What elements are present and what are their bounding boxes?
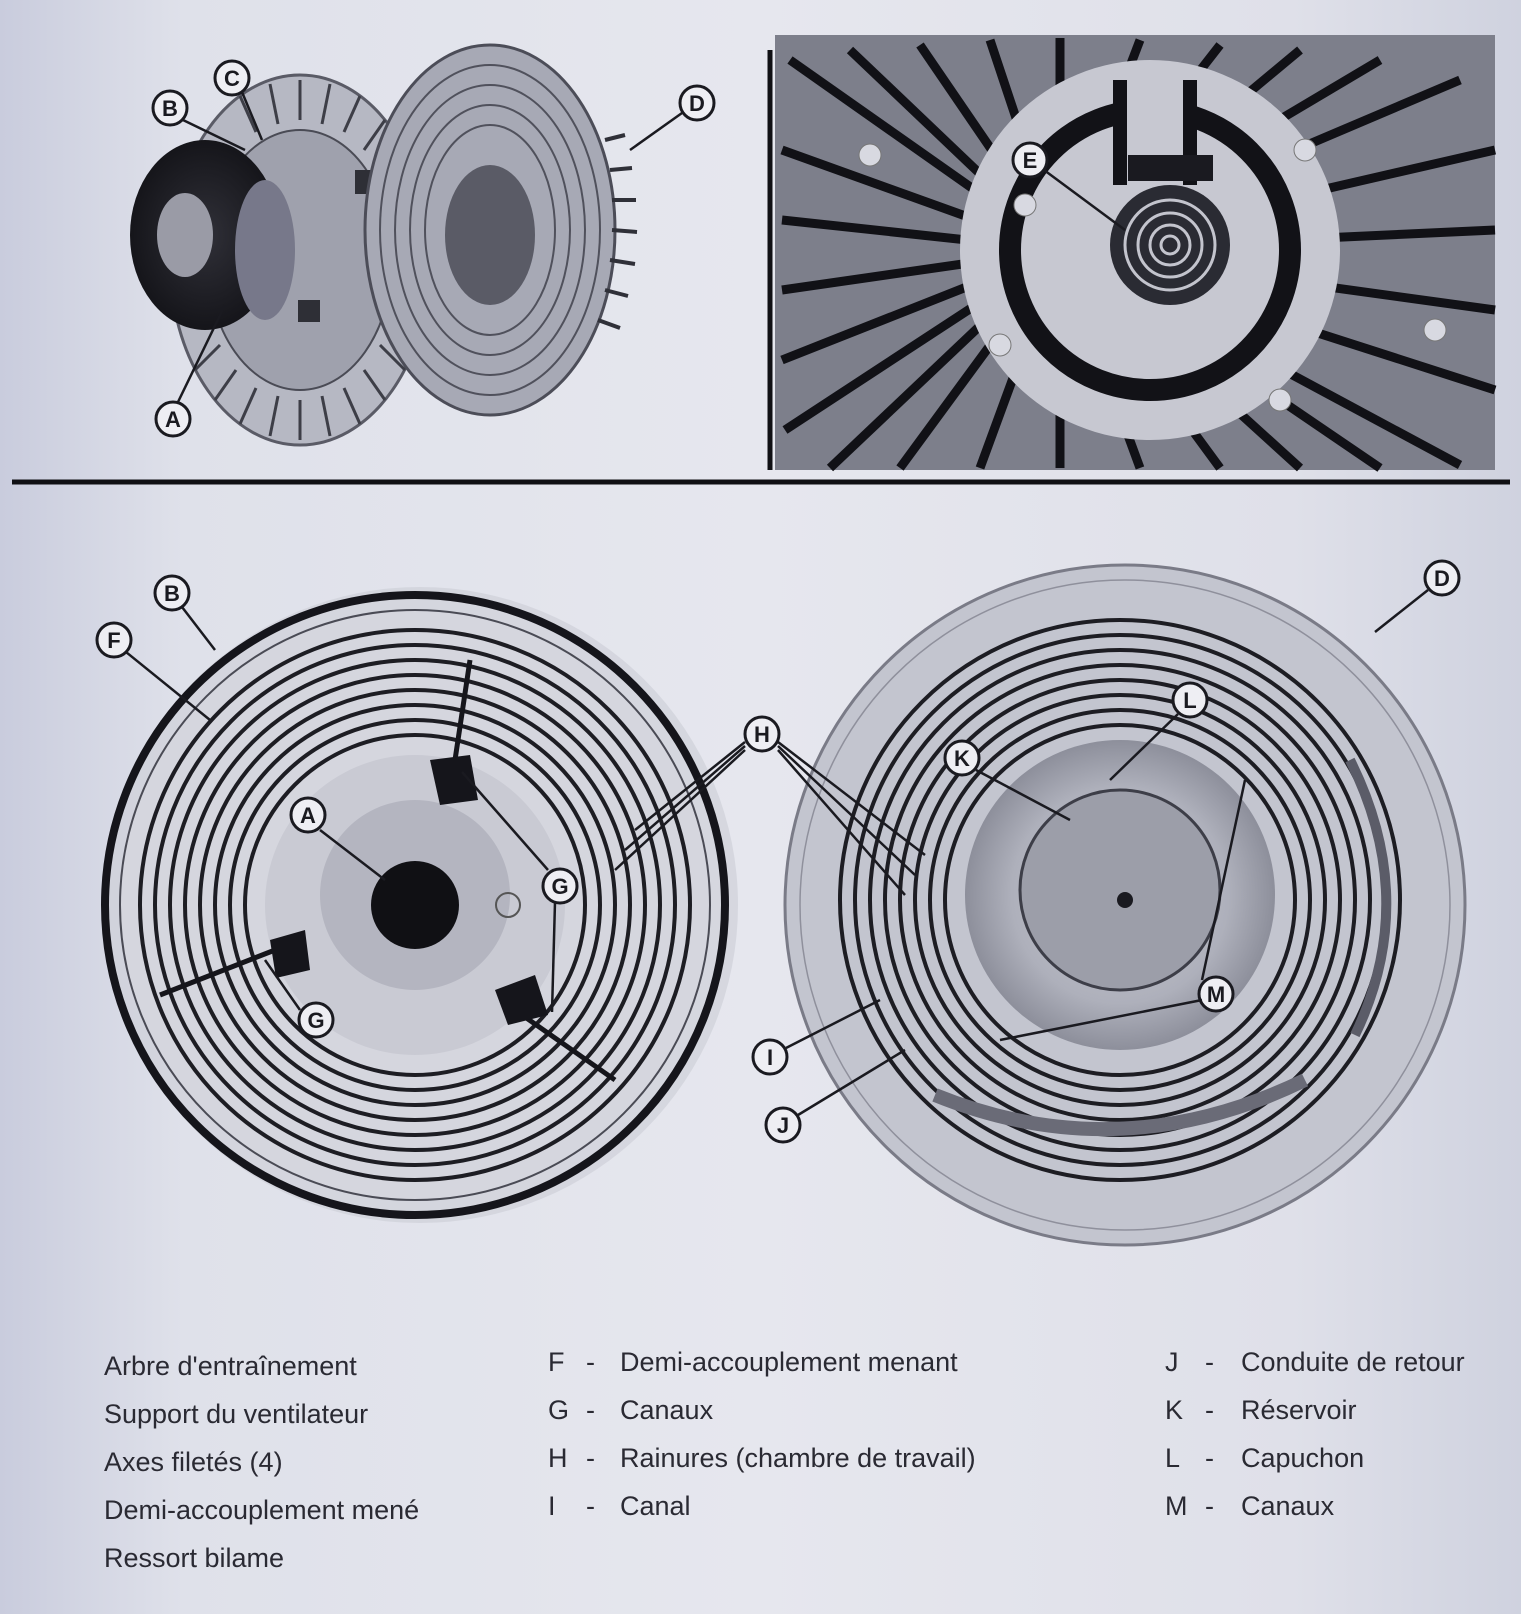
legend-dash: - [586,1395,595,1425]
callout-e: E [1023,148,1038,173]
legend-letter: M [1165,1491,1188,1521]
legend-dash: - [1205,1491,1214,1521]
legend-text: Conduite de retour [1241,1347,1465,1377]
legend-column-1: Arbre d'entraînement Support du ventilat… [104,1342,419,1582]
legend-text: Canaux [620,1395,714,1425]
callout-d-bottom: D [1434,566,1450,591]
legend-text: Canaux [1241,1491,1335,1521]
legend: Arbre d'entraînement Support du ventilat… [0,1320,1521,1614]
callout-c-top-left: C [224,66,240,91]
legend-dash: - [586,1347,595,1377]
legend-item: J-Conduite de retour [1165,1338,1515,1386]
legend-column-3: J-Conduite de retour K-Réservoir L-Capuc… [1165,1338,1515,1530]
top-right-photo: E [775,35,1497,472]
legend-letter: L [1165,1443,1181,1473]
callout-f: F [107,628,120,653]
callout-g-2: G [307,1008,324,1033]
callout-a-top-left: A [165,407,181,432]
legend-item: F-Demi-accouplement menant [548,1338,1068,1386]
legend-text: Demi-accouplement menant [620,1347,958,1377]
legend-letter: G [548,1395,570,1425]
callout-d-top-left: D [689,91,705,116]
callout-j: J [777,1113,789,1138]
top-left-photo: B C D A [130,43,716,447]
legend-dash: - [1205,1347,1214,1377]
legend-letter: F [548,1347,565,1377]
callout-h: H [754,722,770,747]
callout-i: I [767,1045,773,1070]
legend-text: Arbre d'entraînement [104,1351,357,1381]
driving-half-drawing: B F A G G H [95,574,781,1223]
callout-k: K [954,746,970,771]
legend-item: Ressort bilame [104,1534,419,1582]
legend-text: Axes filetés (4) [104,1447,283,1477]
legend-text: Capuchon [1241,1443,1365,1473]
legend-item: Support du ventilateur [104,1390,419,1438]
legend-item: M-Canaux [1165,1482,1515,1530]
legend-letter: I [548,1491,556,1521]
callout-b-bottom: B [164,581,180,606]
legend-letter: H [548,1443,568,1473]
legend-text: Demi-accouplement mené [104,1495,420,1525]
legend-text: Rainures (chambre de travail) [620,1443,976,1473]
legend-text: Support du ventilateur [104,1399,369,1429]
legend-item: L-Capuchon [1165,1434,1515,1482]
driven-half-drawing: D L K M I J [751,559,1467,1247]
legend-dash: - [586,1491,595,1521]
legend-item: G-Canaux [548,1386,1068,1434]
callout-m: M [1207,982,1225,1007]
legend-text: Réservoir [1241,1395,1357,1425]
callout-b-top-left: B [162,96,178,121]
callout-a-bottom: A [300,803,316,828]
legend-text: Ressort bilame [104,1543,285,1573]
legend-dash: - [586,1443,595,1473]
legend-item: Demi-accouplement mené [104,1486,419,1534]
legend-item: Arbre d'entraînement [104,1342,419,1390]
legend-column-2: F-Demi-accouplement menant G-Canaux H-Ra… [548,1338,1068,1530]
callout-l: L [1183,688,1196,713]
legend-item: Axes filetés (4) [104,1438,419,1486]
legend-letter: K [1165,1395,1184,1425]
legend-dash: - [1205,1395,1214,1425]
legend-text: Canal [620,1491,691,1521]
legend-item: H-Rainures (chambre de travail) [548,1434,1068,1482]
callout-g-1: G [551,874,568,899]
legend-dash: - [1205,1443,1214,1473]
legend-item: I-Canal [548,1482,1068,1530]
fan-clutch-illustration: B C D A [12,35,1510,1247]
legend-letter: J [1165,1347,1179,1377]
legend-item: K-Réservoir [1165,1386,1515,1434]
